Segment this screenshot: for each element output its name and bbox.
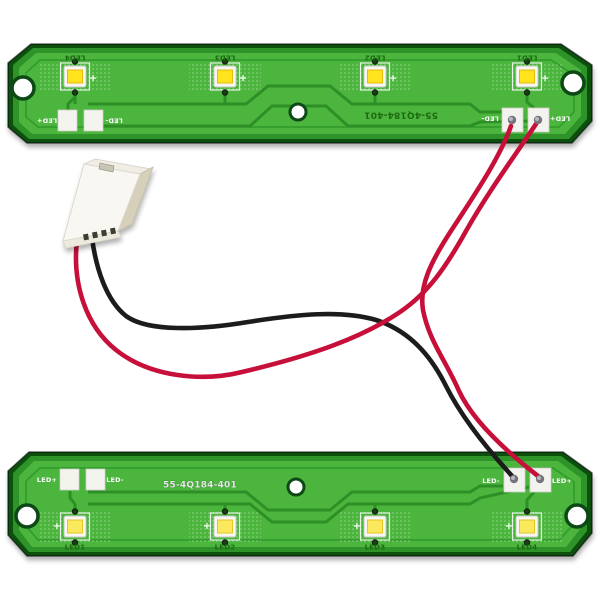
bottom-led-board [7,451,593,557]
solder-joints [507,115,545,484]
led-label: LED4 [64,53,86,62]
connector-notch [98,162,115,173]
wire-pad-label: LED+ [551,476,573,485]
top-board-face [19,53,581,134]
led-chip [511,508,543,546]
led-label: LED3 [214,53,236,62]
mounting-hole [560,70,586,96]
connector-front-face [62,163,141,242]
bottom-board-leds [59,508,543,546]
led-chip [511,58,543,96]
solder-pad [59,468,80,491]
solder-pad [57,109,78,132]
top-board-leds [59,58,543,96]
led-label: LED2 [364,53,386,62]
aux-pad-label: LED+ [36,475,58,484]
led-label: LED3 [364,543,386,552]
led-label: LED4 [516,543,538,552]
connector-terminal-slots [83,227,116,241]
wiring [73,121,541,480]
solder-pad [85,468,106,491]
power-connector [62,158,154,249]
top-led-board [7,43,593,144]
led-chip [359,508,391,546]
top-board-inner-ring [25,59,575,128]
wire-pad-label: LED+ [549,114,571,123]
mounting-hole [14,503,40,529]
polarity-plus-mark: + [238,72,248,83]
top-board-traces [66,84,535,128]
led-chip [359,58,391,96]
center-hole [286,477,306,497]
polarity-plus-mark: + [88,72,98,83]
aux-pad-label: LED- [105,116,123,125]
polarity-plus-mark: + [388,72,398,83]
bottom-board-traces [68,484,536,524]
led-chip [59,58,91,96]
part-number: 55-4Q184-401 [163,480,237,491]
bottom-board-face [19,461,581,547]
wire-pad-label: LED- [482,476,500,485]
polarity-plus-mark: + [540,72,550,83]
solder-pad [83,109,104,132]
polarity-plus-mark: + [52,521,62,532]
led-label: LED1 [64,543,86,552]
led-chip [209,58,241,96]
red-wire-board-to-board [419,123,541,479]
aux-pad-label: LED- [106,475,124,484]
led-chip [59,508,91,546]
black-wire [89,235,516,480]
center-hole [288,102,308,122]
led-chip [209,508,241,546]
led-label: LED2 [214,543,236,552]
led-label: LED1 [516,53,538,62]
mounting-hole [10,75,36,101]
mounting-hole [564,503,590,529]
part-number: 55-4Q184-401 [364,109,438,120]
polarity-plus-mark: + [352,521,362,532]
red-wire-connector-to-top-board [73,121,539,380]
aux-pad-label: LED+ [36,116,58,125]
polarity-plus-mark: + [202,521,212,532]
wire-pad-label: LED- [481,114,499,123]
polarity-plus-mark: + [504,521,514,532]
